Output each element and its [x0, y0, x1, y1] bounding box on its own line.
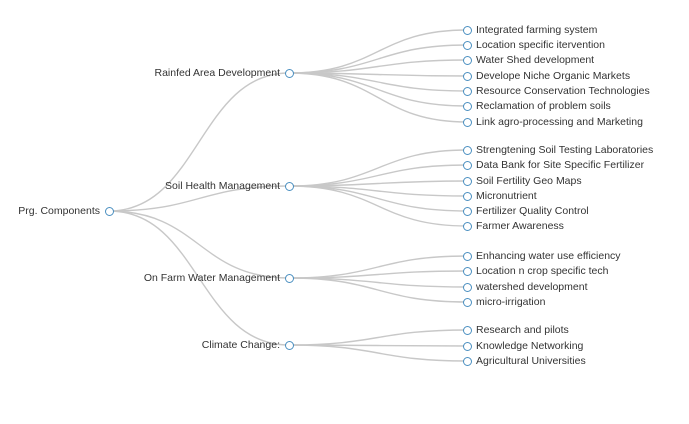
tree-link: [288, 29, 468, 74]
tree-link: [288, 329, 468, 346]
node-circle-icon[interactable]: [462, 221, 472, 231]
node-label: Link agro-processing and Marketing: [476, 115, 643, 128]
node-circle-icon[interactable]: [462, 176, 472, 186]
node-circle-icon[interactable]: [462, 206, 472, 216]
node-label: Soil Health Management: [165, 179, 280, 192]
node-circle-icon[interactable]: [462, 86, 472, 96]
tree-link: [288, 72, 468, 123]
tree-link: [288, 270, 468, 279]
tree-link: [288, 72, 468, 77]
node-label: Location specific itervention: [476, 38, 605, 51]
node-circle-icon[interactable]: [462, 325, 472, 335]
node-circle-icon[interactable]: [284, 340, 294, 350]
node-circle-icon[interactable]: [462, 55, 472, 65]
node-label: Fertilizer Quality Control: [476, 204, 589, 217]
tree-link: [288, 72, 468, 92]
tree-link: [288, 277, 468, 288]
tree-link: [288, 185, 468, 212]
node-circle-icon[interactable]: [462, 266, 472, 276]
node-label: Prg. Components: [18, 204, 100, 217]
node-circle-icon[interactable]: [284, 181, 294, 191]
node-label: Develope Niche Organic Markets: [476, 69, 631, 82]
node-circle-icon[interactable]: [462, 356, 472, 366]
tree-link: [288, 344, 468, 347]
node-circle-icon[interactable]: [284, 273, 294, 283]
tree-link: [288, 185, 468, 197]
node-label: Data Bank for Site Specific Fertilizer: [476, 158, 645, 171]
node-label: Rainfed Area Development: [154, 66, 281, 79]
node-circle-icon[interactable]: [462, 297, 472, 307]
tree-link: [108, 210, 290, 279]
node-label: Enhancing water use efficiency: [476, 249, 621, 262]
node-label: Resource Conservation Technologies: [476, 84, 650, 97]
tree-link: [288, 149, 468, 187]
node-label: Location n crop specific tech: [476, 264, 609, 277]
node-circle-icon[interactable]: [462, 40, 472, 50]
tree-link: [288, 72, 468, 107]
node-label: Reclamation of problem soils: [476, 99, 611, 112]
node-circle-icon[interactable]: [462, 282, 472, 292]
node-circle-icon[interactable]: [462, 160, 472, 170]
tree-link: [288, 255, 468, 279]
node-label: Climate Change:: [201, 338, 280, 351]
tree-link: [288, 277, 468, 303]
node-label: Knowledge Networking: [476, 339, 584, 352]
node-circle-icon[interactable]: [462, 341, 472, 351]
node-circle-icon[interactable]: [284, 68, 294, 78]
node-circle-icon[interactable]: [462, 25, 472, 35]
node-label: Research and pilots: [476, 323, 569, 336]
node-label: On Farm Water Management: [143, 271, 280, 284]
node-circle-icon[interactable]: [462, 117, 472, 127]
node-circle-icon[interactable]: [462, 71, 472, 81]
node-circle-icon[interactable]: [104, 206, 114, 216]
tree-link: [288, 180, 468, 187]
node-circle-icon[interactable]: [462, 251, 472, 261]
node-label: Soil Fertility Geo Maps: [476, 174, 582, 187]
node-label: Integrated farming system: [476, 23, 598, 36]
tree-link: [288, 344, 468, 362]
node-label: Strengtening Soil Testing Laboratories: [476, 143, 654, 156]
tree-link: [288, 164, 468, 187]
node-circle-icon[interactable]: [462, 191, 472, 201]
node-circle-icon[interactable]: [462, 145, 472, 155]
node-label: Water Shed development: [476, 53, 595, 66]
node-label: Agricultural Universities: [476, 354, 586, 367]
node-label: Farmer Awareness: [476, 219, 564, 232]
node-circle-icon[interactable]: [462, 101, 472, 111]
tree-link: [288, 59, 468, 74]
node-label: watershed development: [476, 280, 588, 293]
tree-link: [288, 44, 468, 74]
tree-link: [288, 185, 468, 227]
node-label: micro-irrigation: [476, 295, 546, 308]
node-label: Micronutrient: [476, 189, 537, 202]
